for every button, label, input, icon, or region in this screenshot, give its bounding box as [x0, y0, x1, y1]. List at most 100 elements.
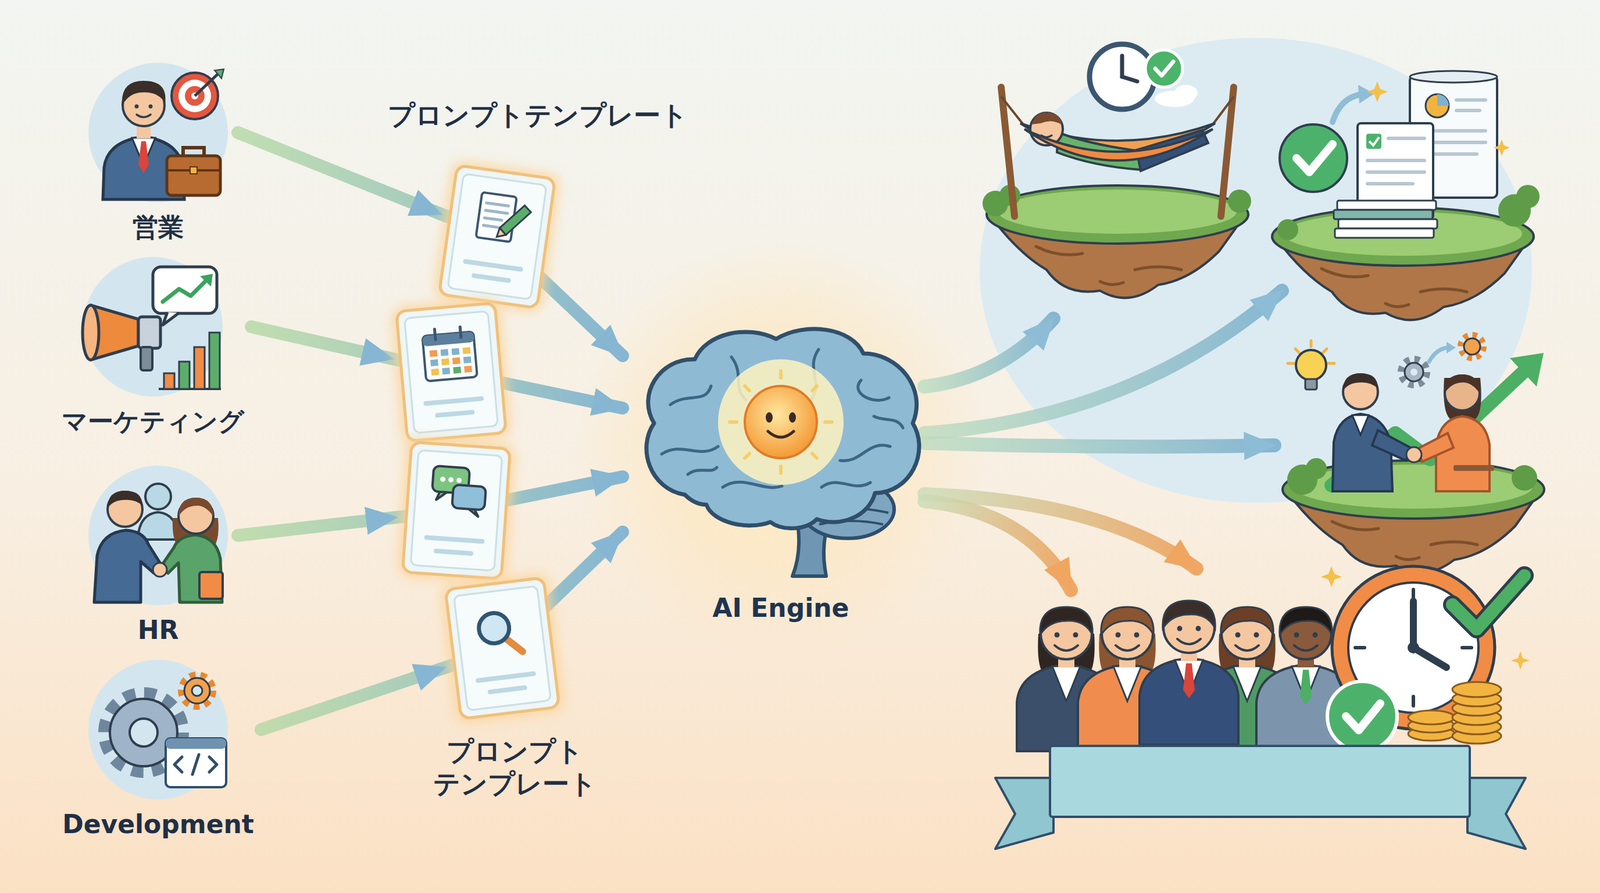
relax-island: [1174, 84, 1198, 102]
collaboration-island: [1446, 341, 1456, 354]
relax-island: [982, 44, 1252, 298]
template-card: [430, 368, 439, 376]
template-card: [429, 350, 438, 357]
sparkles: [1320, 81, 1530, 670]
template-card: [426, 537, 483, 542]
documents-island: [1333, 209, 1433, 220]
team-group: [1408, 710, 1455, 725]
relax-island: [1145, 50, 1183, 88]
team-group: [1327, 681, 1398, 752]
template-card: [404, 311, 499, 434]
team-group: [1408, 681, 1502, 744]
template-card: [452, 366, 462, 374]
collaboration-island: [1372, 430, 1411, 461]
collaboration-island: [1287, 362, 1294, 366]
documents-island: [1366, 133, 1382, 149]
output-arrows: [924, 318, 1054, 387]
team-group: [1050, 745, 1470, 817]
team-group: [1345, 703, 1381, 731]
team-group: [1139, 600, 1239, 745]
collaboration-island: [1463, 338, 1481, 355]
department-icon: [85, 59, 231, 206]
collaboration-island: [1309, 340, 1313, 347]
template-card: [477, 673, 534, 681]
team-group: [1411, 589, 1416, 599]
collaboration-island: [1436, 416, 1490, 492]
collaboration-island: [1429, 347, 1449, 362]
department-icon: [88, 465, 228, 606]
relax-island: [1120, 55, 1125, 77]
collaboration-island: [1343, 373, 1378, 391]
template-card: [410, 450, 502, 571]
template-card: [473, 275, 509, 281]
template-card: [438, 165, 556, 308]
template-card: [490, 687, 525, 692]
team-group: [1452, 575, 1525, 630]
collaboration-island: [1305, 379, 1317, 390]
documents-island: [1272, 207, 1534, 320]
relax-island: [1089, 44, 1155, 110]
collaboration-island: [1295, 350, 1327, 381]
sparkles: [1366, 81, 1388, 103]
collaboration-island: [1417, 433, 1454, 462]
relax-island: [1122, 76, 1138, 82]
output-arrows: [924, 501, 1071, 591]
node-label: 営業: [132, 212, 184, 244]
template-card: [434, 329, 436, 340]
brain-illustration: [629, 317, 932, 585]
documents-island: [1272, 70, 1540, 320]
template-card: [447, 173, 547, 300]
documents-island: [1369, 137, 1380, 146]
template-card: [439, 572, 566, 724]
template-card: [396, 302, 507, 442]
section-label: プロンプト テンプレート: [418, 734, 611, 800]
sparkles: [1493, 139, 1510, 156]
ai-engine-node: AI Engine: [622, 317, 939, 624]
team-group: [1407, 641, 1420, 654]
template-card: [433, 159, 562, 314]
relax-island: [1031, 112, 1062, 125]
documents-island: [1277, 219, 1299, 241]
department-icon: [82, 256, 223, 397]
node-label: Development: [62, 809, 255, 841]
collaboration-island: [1509, 352, 1544, 387]
output-arrows: [924, 290, 1282, 591]
relax-island: [1212, 96, 1234, 125]
template-card: [430, 359, 439, 367]
documents-island: [1358, 84, 1375, 104]
collaboration-island: [1305, 458, 1327, 480]
node-label: AI Engine: [712, 593, 850, 624]
documents-island: [1367, 138, 1425, 184]
documents-island: [1334, 228, 1434, 238]
template-card: [493, 227, 506, 241]
template-card: [402, 441, 510, 579]
collaboration-island: [1410, 368, 1418, 376]
template-card: [397, 437, 516, 585]
template-card: [463, 365, 473, 373]
team-group: [1467, 777, 1526, 849]
relax-island: [1155, 61, 1174, 76]
collaboration-island: [1295, 348, 1300, 353]
collaboration-island: [1404, 362, 1424, 382]
sparkles: [1320, 566, 1342, 588]
template-card: [451, 484, 487, 511]
documents-island: [1279, 124, 1348, 192]
collaboration-island: [1352, 415, 1369, 435]
department-node: 営業: [78, 59, 238, 244]
collaboration-island: [1401, 359, 1427, 385]
output-arrows: [924, 443, 1275, 447]
collaboration-island: [1444, 374, 1480, 394]
team-group: [1452, 681, 1502, 698]
documents-island: [1337, 200, 1437, 210]
collaboration-island: [1460, 334, 1484, 359]
template-card: [433, 159, 562, 314]
template-card: [441, 367, 450, 375]
template-card: [462, 347, 471, 355]
team-group: [1411, 696, 1416, 706]
team-group: [1452, 575, 1525, 630]
template-card: [436, 551, 471, 554]
template-card: [499, 205, 531, 235]
